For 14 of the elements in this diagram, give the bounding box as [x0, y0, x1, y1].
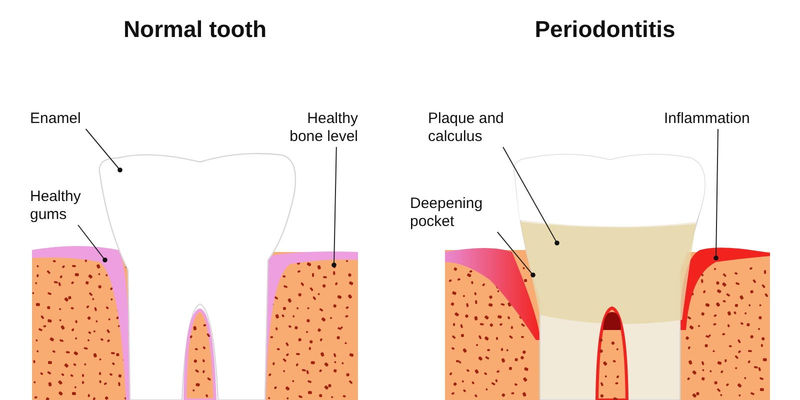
part-label: Inflammation — [664, 110, 751, 128]
part-label: Healthy bone level — [288, 110, 358, 146]
leader-line — [78, 224, 108, 262]
leader-line — [332, 146, 337, 268]
part-label: Plaque and calculus — [428, 110, 505, 146]
leader-line — [85, 128, 122, 172]
panel-heading: Periodontitis — [534, 15, 676, 44]
panel-heading: Normal tooth — [123, 15, 267, 44]
part-label: Enamel — [30, 110, 82, 128]
part-label: Healthy gums — [30, 188, 82, 224]
leader-line — [496, 232, 536, 278]
leader-line — [502, 146, 560, 246]
leader-line — [714, 128, 718, 260]
part-label: Deepening pocket — [410, 195, 484, 231]
